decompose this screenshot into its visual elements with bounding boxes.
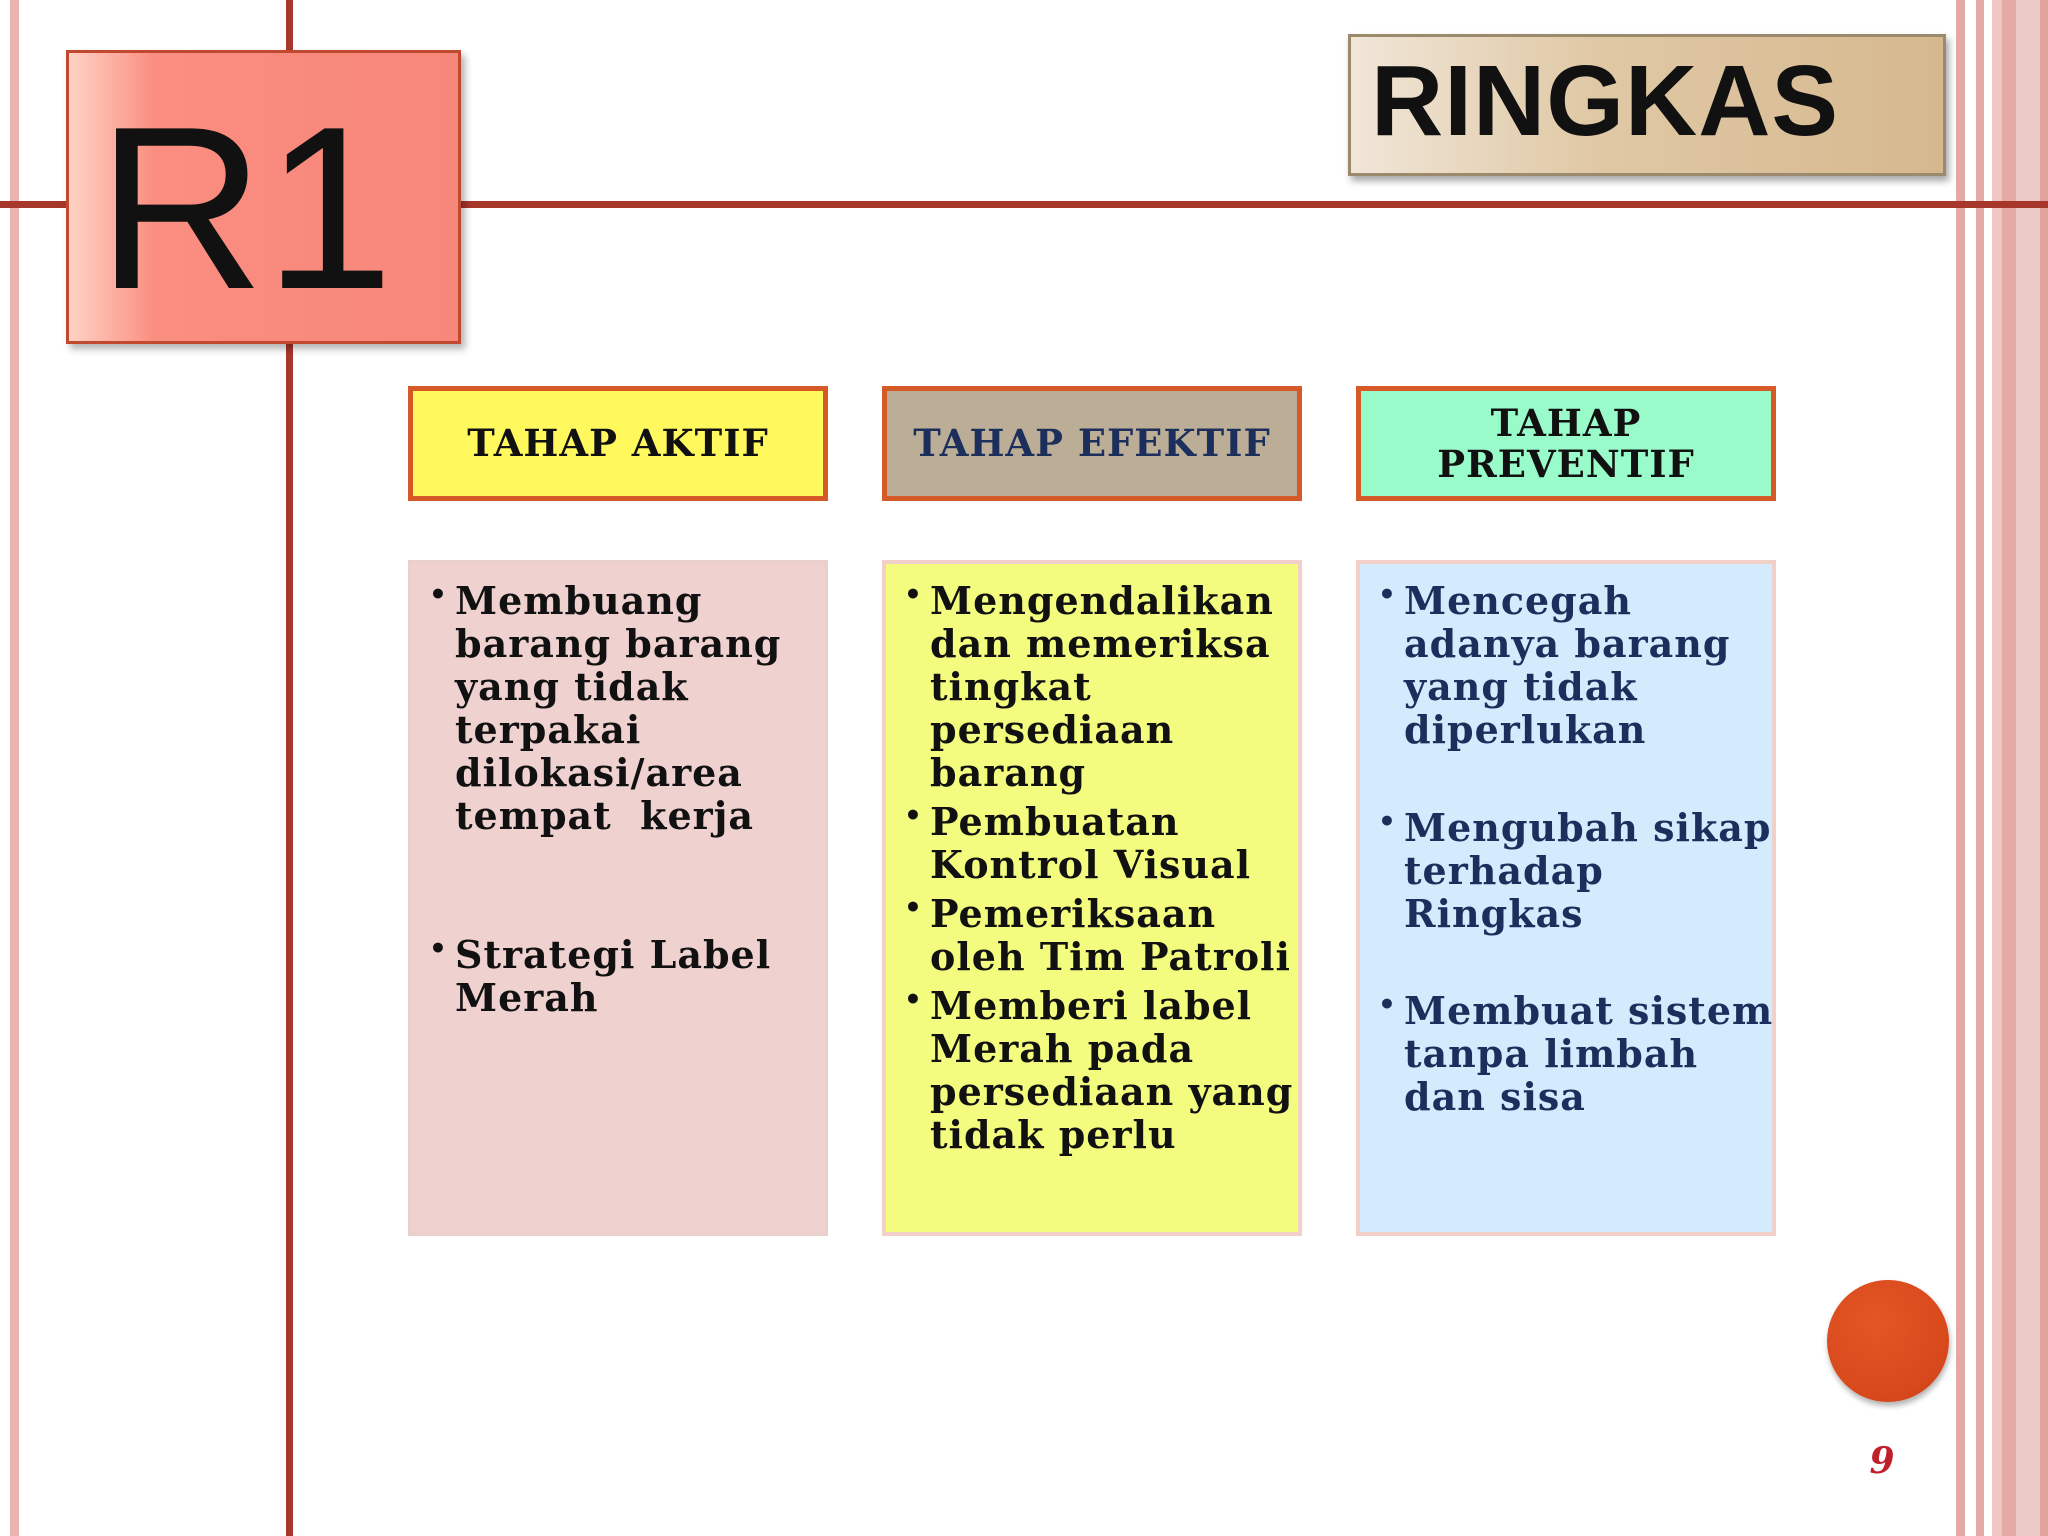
vertical-frame-line (286, 0, 293, 1536)
list-item: • Mencegah adanya barang yang tidak dipe… (1378, 578, 1774, 751)
content-box-aktif: • Membuang barang barang yang tidak terp… (408, 560, 828, 1236)
list-item: • Mengendalikan dan memeriksa tingkat pe… (904, 578, 1300, 794)
bullet-icon: • (1378, 805, 1397, 838)
list-item: • Mengubah sikap terhadap Ringkas (1378, 805, 1774, 935)
content-box-preventif: • Mencegah adanya barang yang tidak dipe… (1356, 560, 1776, 1236)
horizontal-frame-line (0, 201, 2048, 208)
header-tahap-preventif: TAHAP PREVENTIF (1356, 386, 1776, 501)
page-number: 9 (1869, 1440, 1895, 1482)
bullet-icon: • (429, 932, 448, 965)
list-item: • Pembuatan Kontrol Visual (904, 799, 1300, 886)
header-line: TAHAP (1490, 400, 1642, 445)
decorative-circle (1827, 1280, 1949, 1402)
bullet-icon: • (904, 983, 923, 1016)
title-box: RINGKAS (1348, 34, 1946, 176)
r1-badge-label: R1 (97, 79, 394, 338)
bullet-icon: • (1378, 988, 1397, 1021)
bullet-icon: • (1378, 578, 1397, 611)
list-item: • Membuat sistem tanpa limbah dan sisa (1378, 988, 1774, 1118)
header-line: PREVENTIF (1437, 441, 1695, 486)
bullet-icon: • (904, 799, 923, 832)
left-edge-stripe (10, 0, 19, 1536)
content-box-efektif: • Mengendalikan dan memeriksa tingkat pe… (882, 560, 1302, 1236)
header-line: TAHAP AKTIF (467, 421, 769, 465)
list-item: • Membuang barang barang yang tidak terp… (429, 578, 825, 837)
list-item: • Strategi Label Merah (429, 932, 825, 1019)
page-title: RINGKAS (1371, 45, 1840, 157)
header-tahap-aktif: TAHAP AKTIF (408, 386, 828, 501)
bullet-icon: • (904, 891, 923, 924)
list-item: • Memberi label Merah pada persediaan ya… (904, 983, 1300, 1156)
header-tahap-efektif: TAHAP EFEKTIF (882, 386, 1302, 501)
list-item: • Pemeriksaan oleh Tim Patroli (904, 891, 1300, 978)
r1-badge: R1 (66, 50, 461, 344)
bullet-icon: • (904, 578, 923, 611)
right-edge-stripes (1956, 0, 2048, 1536)
header-line: TAHAP EFEKTIF (913, 421, 1271, 465)
bullet-icon: • (429, 578, 448, 611)
